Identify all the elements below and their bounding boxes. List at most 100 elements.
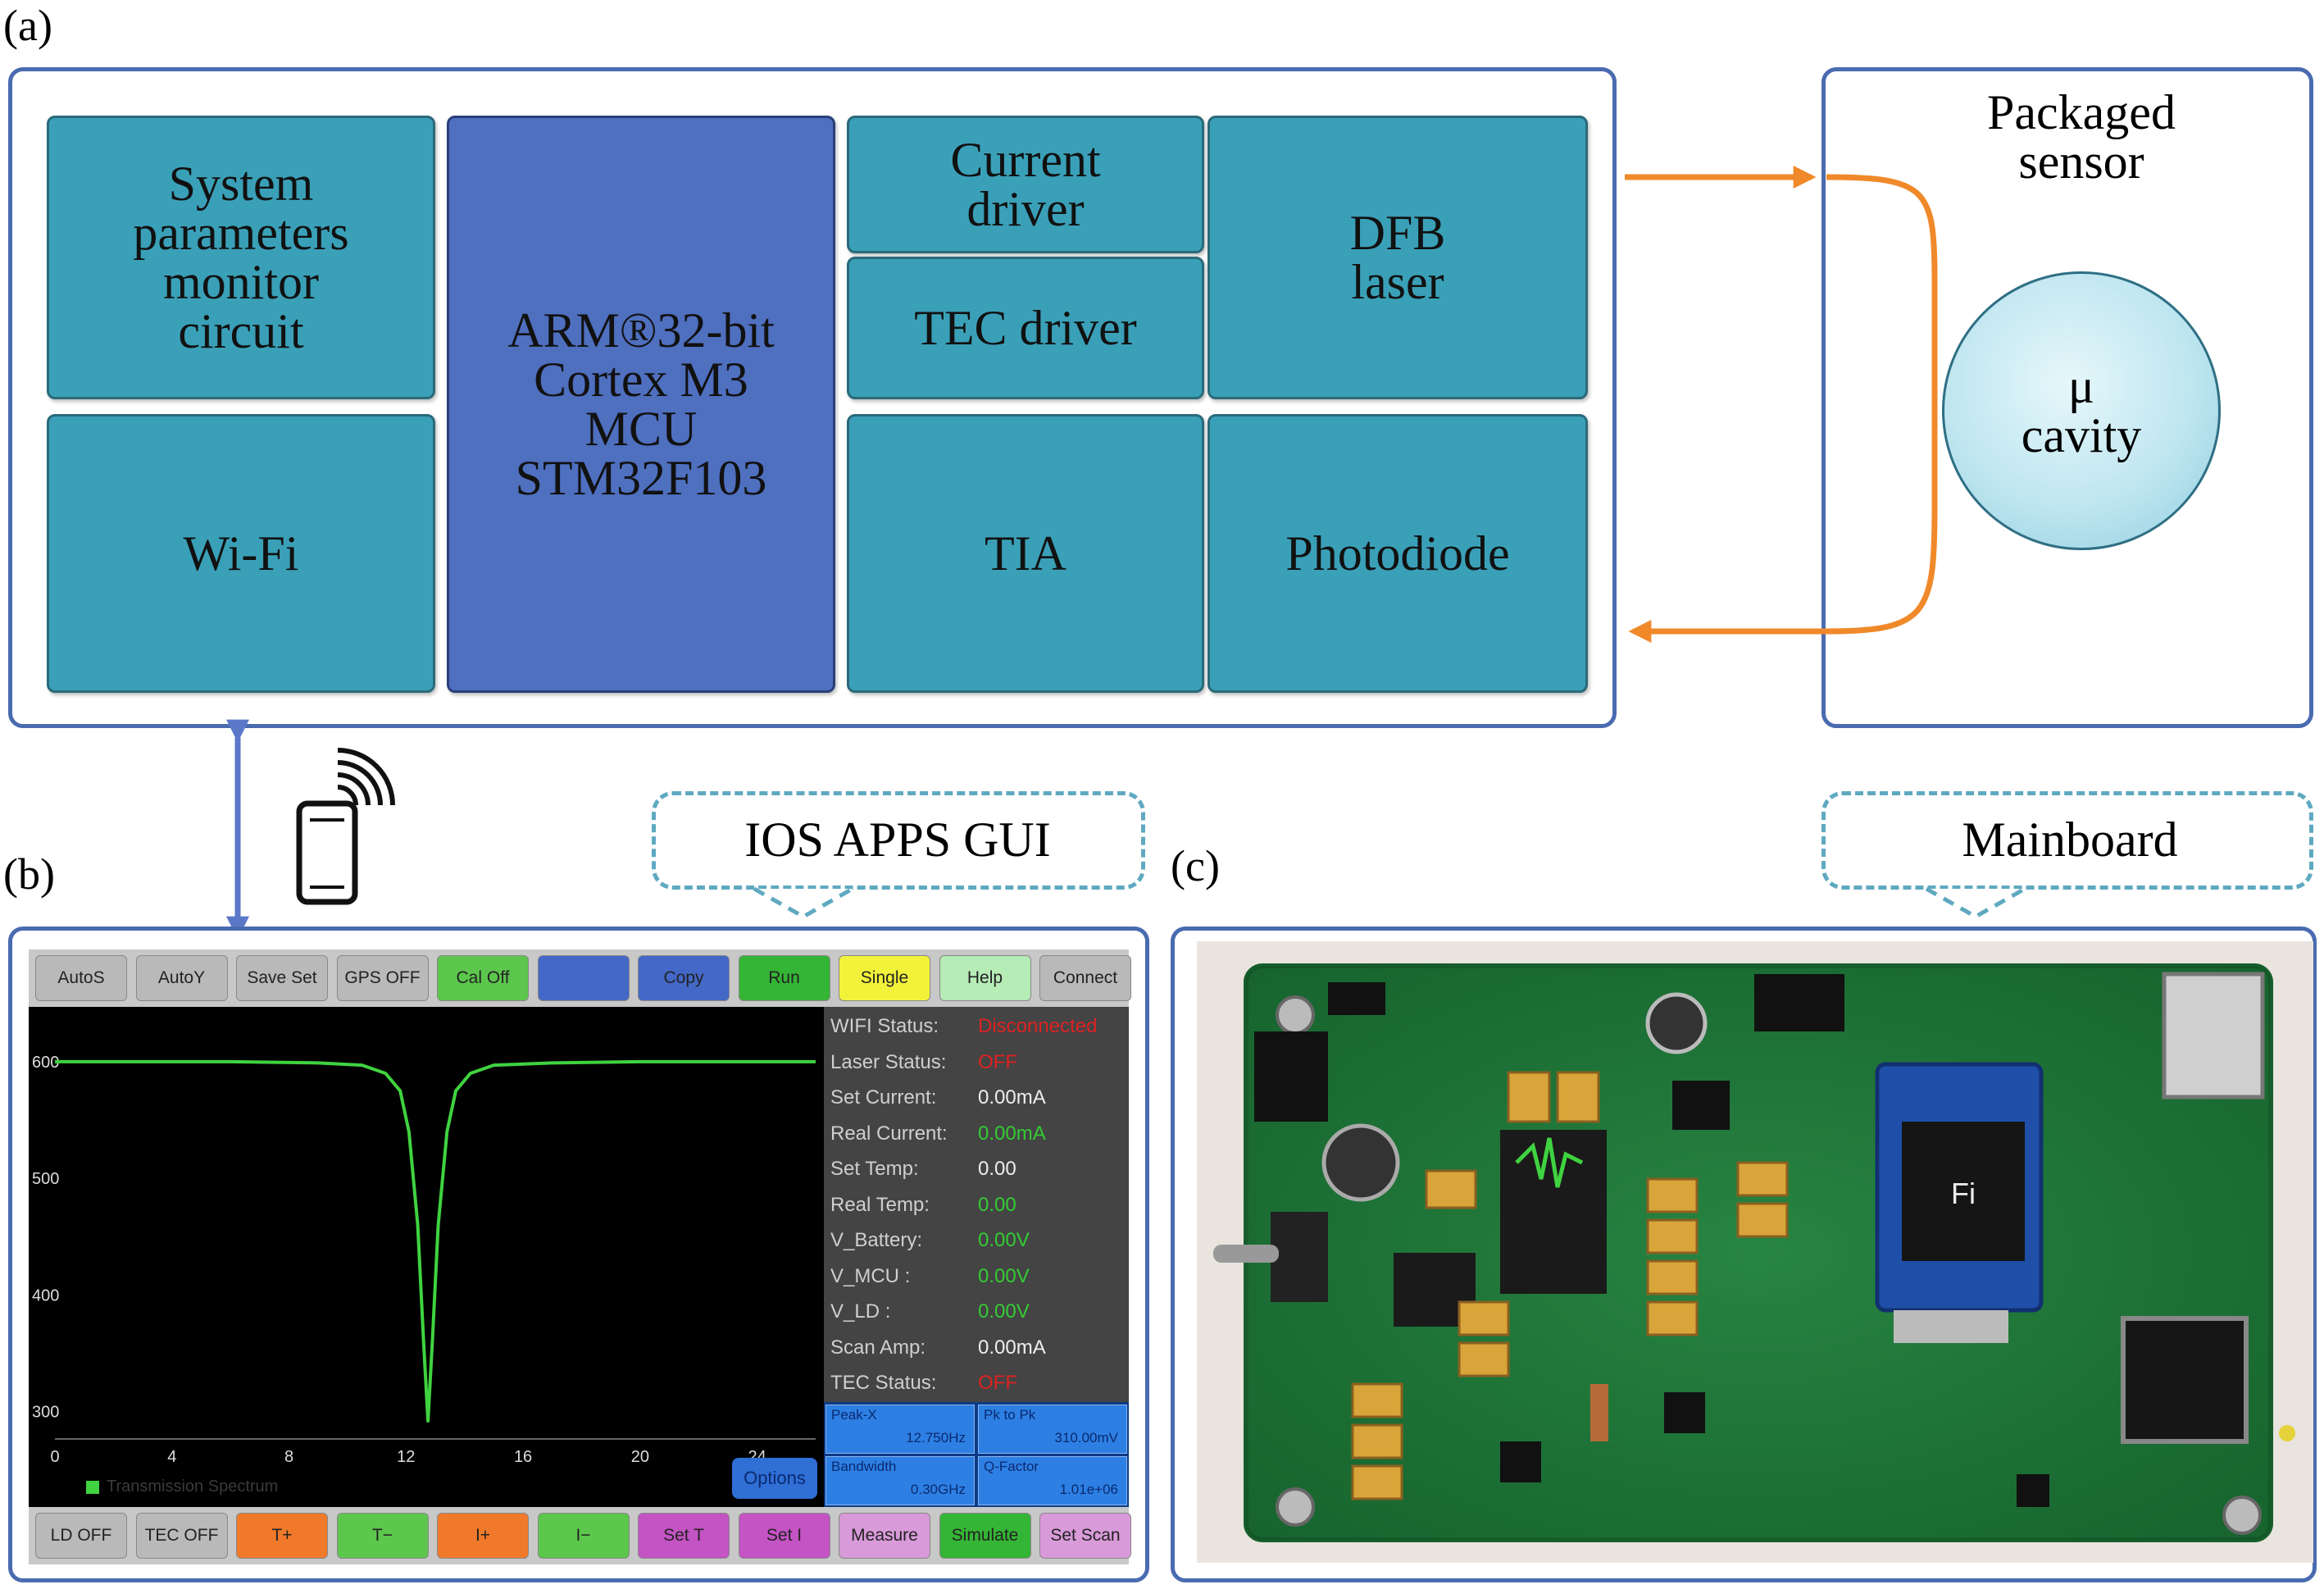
metric-key: Q-Factor: [984, 1459, 1039, 1474]
top-help-button[interactable]: Help: [939, 955, 1031, 1001]
status-row: V_Battery:0.00V: [830, 1224, 1126, 1257]
panel-label-b: (b): [3, 849, 55, 899]
status-key: Laser Status:: [830, 1050, 947, 1073]
status-key: V_LD :: [830, 1300, 891, 1323]
status-row: Laser Status:OFF: [830, 1046, 1126, 1079]
current-driver-label: Current driver: [950, 133, 1101, 236]
status-row: Real Current:0.00mA: [830, 1118, 1126, 1150]
current-driver-block: Current driver: [847, 116, 1204, 253]
resistor: [1590, 1384, 1608, 1441]
mainboard-photo: Fi: [1197, 941, 2313, 1563]
tantalum-capacitors: [1351, 1071, 2002, 1500]
transmission-spectrum-line: [55, 1059, 816, 1423]
top-gps-off-button[interactable]: GPS OFF: [336, 955, 429, 1001]
wireless-signal-icon: [337, 748, 395, 806]
top-connect-button[interactable]: Connect: [1039, 955, 1131, 1001]
metric-key: Pk to Pk: [984, 1407, 1036, 1423]
wifi-logo-text: Fi: [1951, 1177, 1976, 1210]
status-value: OFF: [978, 1372, 1017, 1394]
top-single-button[interactable]: Single: [839, 955, 930, 1001]
top-blank-button[interactable]: [537, 955, 630, 1001]
mcu-block: ARM®32-bit Cortex M3 MCU STM32F103: [447, 116, 835, 693]
dfb-laser-block: DFB laser: [1207, 116, 1588, 399]
dc-jack: [1254, 1031, 1328, 1122]
photodiode-block: Photodiode: [1207, 414, 1588, 693]
regulator-chip: [1754, 974, 1844, 1031]
bottom-set-scan-button[interactable]: Set Scan: [1039, 1513, 1131, 1559]
status-row: Set Current:0.00mA: [830, 1081, 1126, 1114]
mcu-label: ARM®32-bit Cortex M3 MCU STM32F103: [507, 303, 775, 505]
tec-driver-block: TEC driver: [847, 257, 1204, 399]
bottom-simulate-button[interactable]: Simulate: [939, 1513, 1031, 1559]
top-cal-off-button[interactable]: Cal Off: [437, 955, 529, 1001]
switch-lever: [1213, 1245, 1279, 1263]
small-ic: [1664, 1392, 1705, 1433]
panel-label-a: (a): [3, 1, 52, 50]
small-ic: [1500, 1441, 1541, 1482]
metric-value: 12.750Hz: [906, 1430, 966, 1446]
status-key: V_Battery:: [830, 1229, 923, 1251]
bottom-set-i-button[interactable]: Set I: [738, 1513, 830, 1559]
usb-connector: [2162, 972, 2265, 1100]
transistor: [1672, 1081, 1730, 1130]
small-ic: [2017, 1474, 2049, 1507]
top-autoy-button[interactable]: AutoY: [135, 955, 228, 1001]
bottom-measure-button[interactable]: Measure: [839, 1513, 930, 1559]
status-key: TEC Status:: [830, 1372, 937, 1394]
x-tick-label: 4: [167, 1448, 176, 1466]
wifi-module-shield: [1902, 1122, 2025, 1261]
monitor-circuit-block: System parameters monitor circuit: [47, 116, 435, 399]
legend-label: Transmission Spectrum: [107, 1477, 279, 1496]
micro-cavity: μ cavity: [1942, 271, 2221, 550]
x-tick-label: 16: [514, 1448, 532, 1466]
x-tick-label: 12: [397, 1448, 415, 1466]
status-row: TEC Status: OFF: [830, 1367, 1126, 1400]
bottom-i-button[interactable]: I+: [437, 1513, 529, 1559]
led: [2279, 1425, 2295, 1441]
mounting-hole: [1276, 1487, 1315, 1527]
status-row: Scan Amp:0.00mA: [830, 1332, 1126, 1364]
status-row: Set Temp:0.00: [830, 1153, 1126, 1186]
dfb-laser-label: DFB laser: [1349, 206, 1446, 309]
options-button[interactable]: Options: [732, 1458, 817, 1499]
top-save-set-button[interactable]: Save Set: [236, 955, 328, 1001]
panel-label-c: (c): [1171, 841, 1220, 890]
tia-label: TIA: [985, 526, 1066, 581]
top-copy-button[interactable]: Copy: [638, 955, 730, 1001]
gui-callout-pointer: [753, 886, 854, 919]
mounting-hole: [2222, 1496, 2262, 1535]
mcu-chip: [2121, 1316, 2249, 1444]
bottom-tec-off-button[interactable]: TEC OFF: [135, 1513, 228, 1559]
status-key: Real Current:: [830, 1122, 948, 1145]
pin-header: [1894, 1310, 2008, 1343]
bottom-i-button[interactable]: I−: [537, 1513, 630, 1559]
status-key: Set Current:: [830, 1086, 937, 1109]
board-callout-label: Mainboard: [1910, 812, 2230, 877]
mounting-hole: [1276, 995, 1315, 1035]
micro-cavity-label: μ cavity: [2021, 359, 2142, 462]
status-value: Disconnected: [978, 1015, 1098, 1037]
status-value: 0.00V: [978, 1300, 1030, 1323]
bottom-t-button[interactable]: T+: [236, 1513, 328, 1559]
status-row: V_MCU :0.00V: [830, 1260, 1126, 1293]
y-tick-label: 600: [32, 1054, 59, 1072]
wifi-block: Wi-Fi: [47, 414, 435, 693]
bottom-t-button[interactable]: T−: [336, 1513, 429, 1559]
bottom-ld-off-button[interactable]: LD OFF: [35, 1513, 127, 1559]
power-switch: [1271, 1212, 1328, 1302]
top-run-button[interactable]: Run: [738, 955, 830, 1001]
small-ic: [1328, 982, 1385, 1015]
tia-block: TIA: [847, 414, 1204, 693]
top-autos-button[interactable]: AutoS: [35, 955, 127, 1001]
bottom-set-t-button[interactable]: Set T: [638, 1513, 730, 1559]
